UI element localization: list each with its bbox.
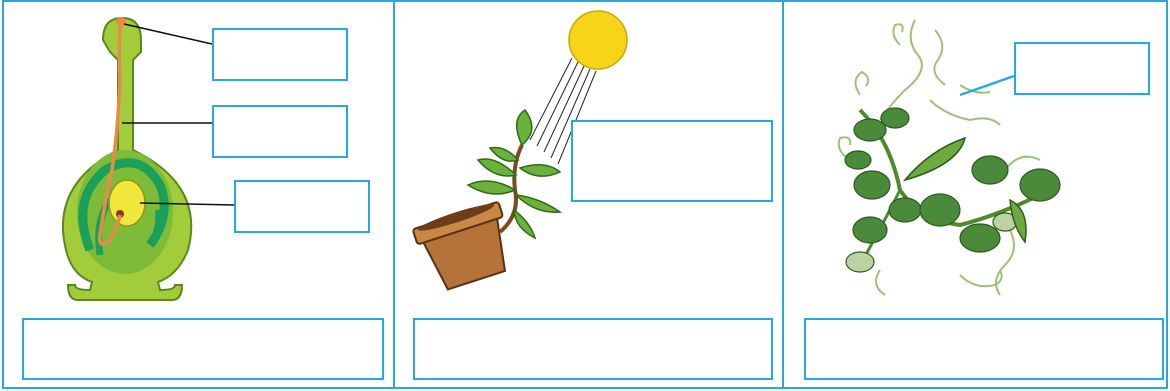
label-box-pea[interactable] — [1014, 42, 1150, 95]
answer-box-pea[interactable] — [804, 318, 1164, 380]
